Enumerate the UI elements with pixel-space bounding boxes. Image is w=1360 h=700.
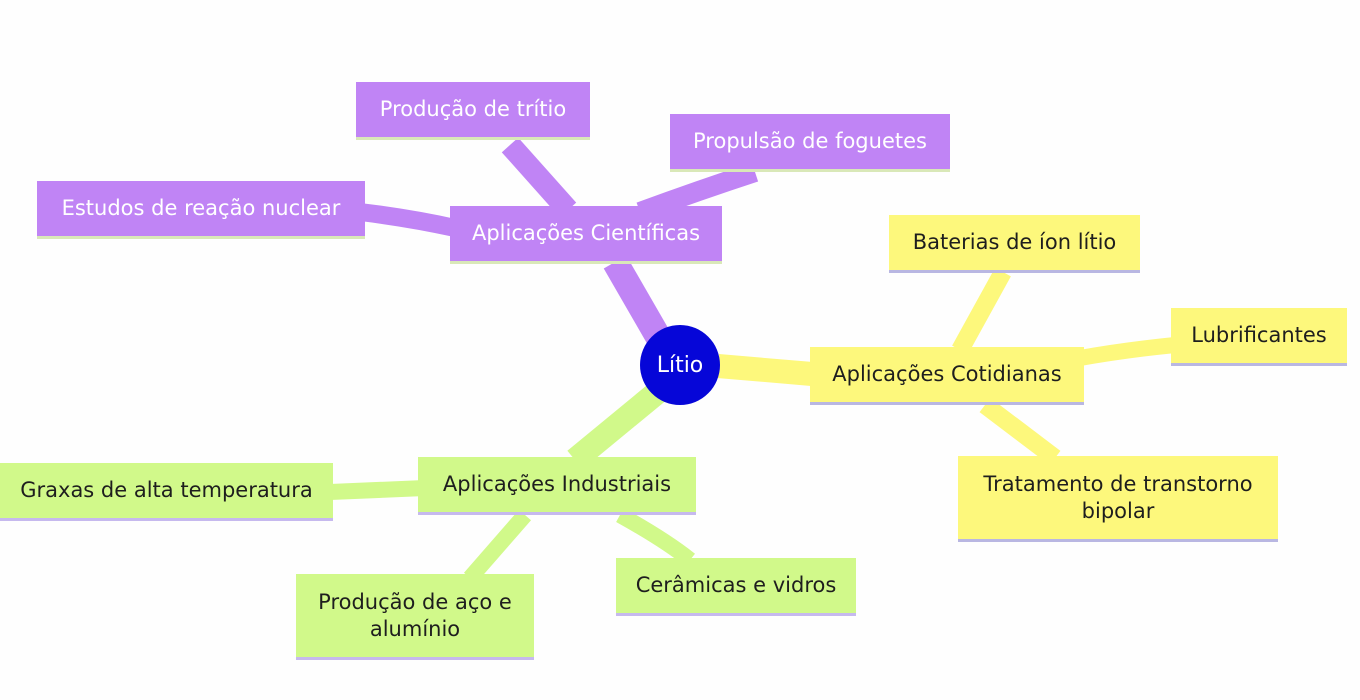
leaf-label: Estudos de reação nuclear	[61, 196, 341, 220]
leaf-label: Produção de aço e alumínio	[318, 589, 512, 641]
leaf-node-graxas[interactable]: Graxas de alta temperatura	[0, 463, 333, 521]
leaf-node-bipolar[interactable]: Tratamento de transtorno bipolar	[958, 456, 1278, 542]
leaf-node-nuclear[interactable]: Estudos de reação nuclear	[37, 181, 365, 239]
link-industriais-ceramicas	[616, 508, 695, 567]
link-industriais-aco	[463, 509, 532, 584]
leaf-label: Lubrificantes	[1191, 323, 1327, 347]
link-cotidianas-bipolar	[979, 397, 1061, 466]
branch-label: Aplicações Cotidianas	[832, 362, 1062, 386]
leaf-node-aco-aluminio[interactable]: Produção de aço e alumínio	[296, 574, 534, 660]
link-cotidianas-baterias	[952, 267, 1011, 355]
leaf-label: Graxas de alta temperatura	[20, 478, 313, 502]
leaf-node-lubrificantes[interactable]: Lubrificantes	[1171, 308, 1347, 366]
link-cotidianas-lubrificantes	[1078, 337, 1176, 366]
center-node-litio[interactable]: Lítio	[640, 325, 720, 405]
leaf-node-ceramicas[interactable]: Cerâmicas e vidros	[616, 558, 856, 616]
leaf-label: Tratamento de transtorno bipolar	[983, 471, 1253, 523]
branch-node-industriais[interactable]: Aplicações Industriais	[418, 457, 696, 515]
link-cientificas-tritio	[501, 137, 577, 218]
link-industriais-graxas	[329, 480, 426, 500]
leaf-label: Baterias de íon lítio	[912, 230, 1117, 254]
branch-node-cotidianas[interactable]: Aplicações Cotidianas	[810, 347, 1084, 405]
branch-label: Aplicações Científicas	[471, 221, 701, 245]
center-node-label: Lítio	[656, 352, 704, 378]
branch-node-cientificas[interactable]: Aplicações Científicas	[450, 206, 722, 264]
link-center-industriais	[567, 380, 668, 470]
leaf-node-tritio[interactable]: Produção de trítio	[356, 82, 590, 140]
link-cientificas-nuclear	[358, 203, 457, 237]
leaf-label: Propulsão de foguetes	[693, 129, 927, 153]
link-center-cientificas	[603, 255, 672, 347]
leaf-label: Produção de trítio	[379, 97, 567, 121]
leaf-label: Cerâmicas e vidros	[635, 573, 837, 597]
branch-label: Aplicações Industriais	[442, 472, 672, 496]
link-center-cotidianas	[716, 354, 814, 386]
leaf-node-foguetes[interactable]: Propulsão de foguetes	[670, 114, 950, 172]
leaf-node-baterias[interactable]: Baterias de íon lítio	[889, 215, 1140, 273]
